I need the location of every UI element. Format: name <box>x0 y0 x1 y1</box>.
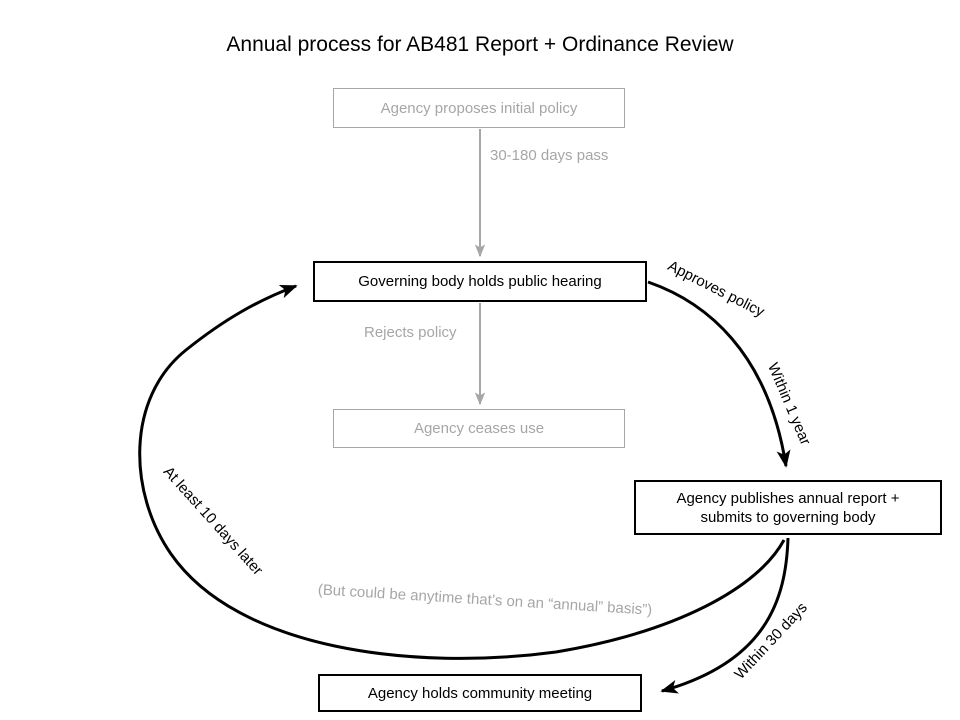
approves-arrow <box>647 280 791 468</box>
node-label: Agency publishes annual report + submits… <box>676 489 899 527</box>
loop-back-arrow <box>138 284 786 660</box>
within-30-days-arrow <box>660 537 790 694</box>
page-title: Annual process for AB481 Report + Ordina… <box>226 33 734 56</box>
node-agency-publishes-report: Agency publishes annual report + submits… <box>634 480 942 535</box>
node-label-line1: Agency publishes annual report + <box>676 489 900 507</box>
edge-label-rejects-policy: Rejects policy <box>364 324 457 341</box>
edge-label-30-180-days: 30-180 days pass <box>490 147 609 164</box>
node-label: Agency ceases use <box>413 420 545 437</box>
node-agency-community-meeting: Agency holds community meeting <box>318 674 642 712</box>
node-label: Agency proposes initial policy <box>380 99 578 117</box>
node-agency-ceases-use: Agency ceases use <box>333 409 625 448</box>
node-governing-body-hearing: Governing body holds public hearing <box>313 261 647 302</box>
node-label-line2: submits to governing body <box>700 508 876 526</box>
node-label: Governing body holds public hearing <box>358 273 602 290</box>
node-agency-proposes-policy: Agency proposes initial policy <box>333 88 625 128</box>
node-label: Agency holds community meeting <box>367 684 593 702</box>
